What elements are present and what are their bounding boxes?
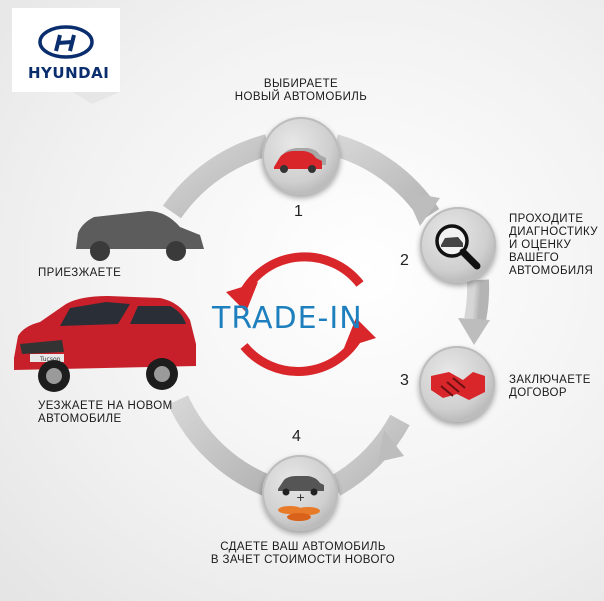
svg-text:+: + <box>296 491 305 504</box>
step-number: 2 <box>400 252 409 269</box>
ring-arrow-head-2 <box>458 318 490 345</box>
step-2-label: ПРОХОДИТЕ ДИАГНОСТИКУ И ОЦЕНКУ ВАШЕГО АВ… <box>509 213 598 277</box>
step-1-label: ВЫБИРАЕТЕ НОВЫЙ АВТОМОБИЛЬ <box>234 78 368 103</box>
brand-name: HYUNDAI <box>28 64 110 82</box>
trade-in-title: TRADE-IN <box>212 301 363 336</box>
magnifier-car-icon <box>435 224 481 270</box>
handshake-icon <box>431 372 485 400</box>
step-number: 1 <box>294 203 303 220</box>
step-4-circle: + <box>262 455 338 531</box>
leave-label: УЕЗЖАЕТЕ НА НОВОМ АВТОМОБИЛЕ <box>38 400 173 425</box>
car-coins-icon: + <box>278 476 324 521</box>
step-3-label: ЗАКЛЮЧАЕТЕ ДОГОВОР <box>509 374 591 399</box>
car-icon <box>274 148 326 173</box>
step-number: 4 <box>292 428 301 445</box>
arrive-car-silhouette <box>76 211 204 261</box>
step-4-label: СДАЕТЕ ВАШ АВТОМОБИЛЬ В ЗАЧЕТ СТОИМОСТИ … <box>210 541 396 566</box>
ring-arrow-head-1 <box>405 192 440 226</box>
logo-ribbon <box>12 8 120 104</box>
car-plate: Tucson <box>39 356 61 363</box>
arrive-label: ПРИЕЗЖАЕТЕ <box>38 267 122 279</box>
new-car-image: Tucson <box>14 296 196 392</box>
step-1-circle <box>262 117 340 195</box>
step-2-circle <box>420 207 496 283</box>
ring-arrow-head-3 <box>378 430 404 462</box>
step-3-circle <box>419 346 495 422</box>
hyundai-logo-icon <box>38 25 94 59</box>
step-number: 3 <box>400 372 409 389</box>
